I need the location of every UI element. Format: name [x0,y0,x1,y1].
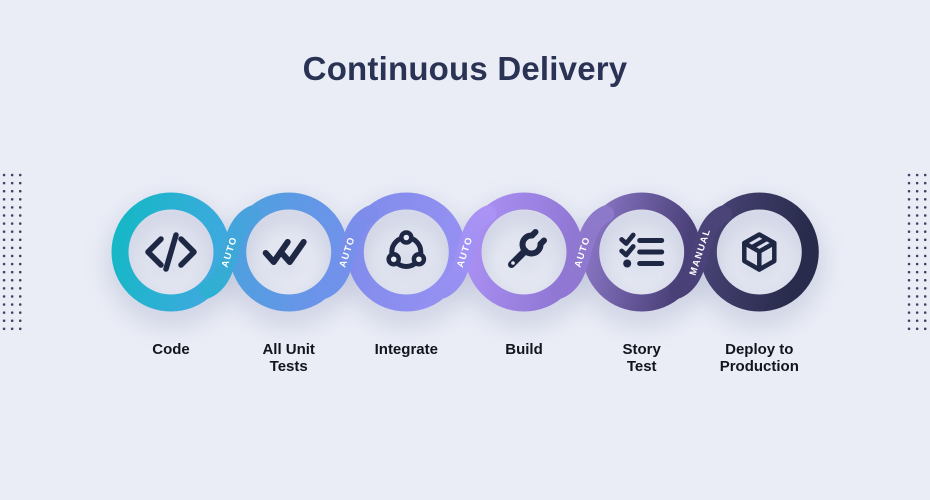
stage-label-all-unit-tests: All Unit Tests [262,341,315,376]
stage-label-code: Code [152,341,190,358]
stage-label-story-test: Story Test [622,341,661,376]
connector-ribbon-5 [669,205,732,299]
connector-ribbon-2 [316,205,379,299]
wrench-icon [508,229,547,268]
stage-label-build: Build [505,341,543,358]
connector-ribbon-1 [198,205,262,299]
checklist-icon [619,232,665,268]
code-icon [145,232,197,272]
stage-label-deploy: Deploy to Production [719,341,799,376]
dot-pattern-right [904,171,929,334]
connector-ribbon-3 [433,205,497,299]
connector-ribbon-4 [551,205,615,299]
package-icon [742,232,777,272]
dot-pattern-left [0,171,25,334]
double-check-icon [262,239,307,265]
page-title: Continuous Delivery [302,50,628,87]
stage-label-integrate: Integrate [374,341,438,358]
integrate-nodes-icon [386,230,427,269]
